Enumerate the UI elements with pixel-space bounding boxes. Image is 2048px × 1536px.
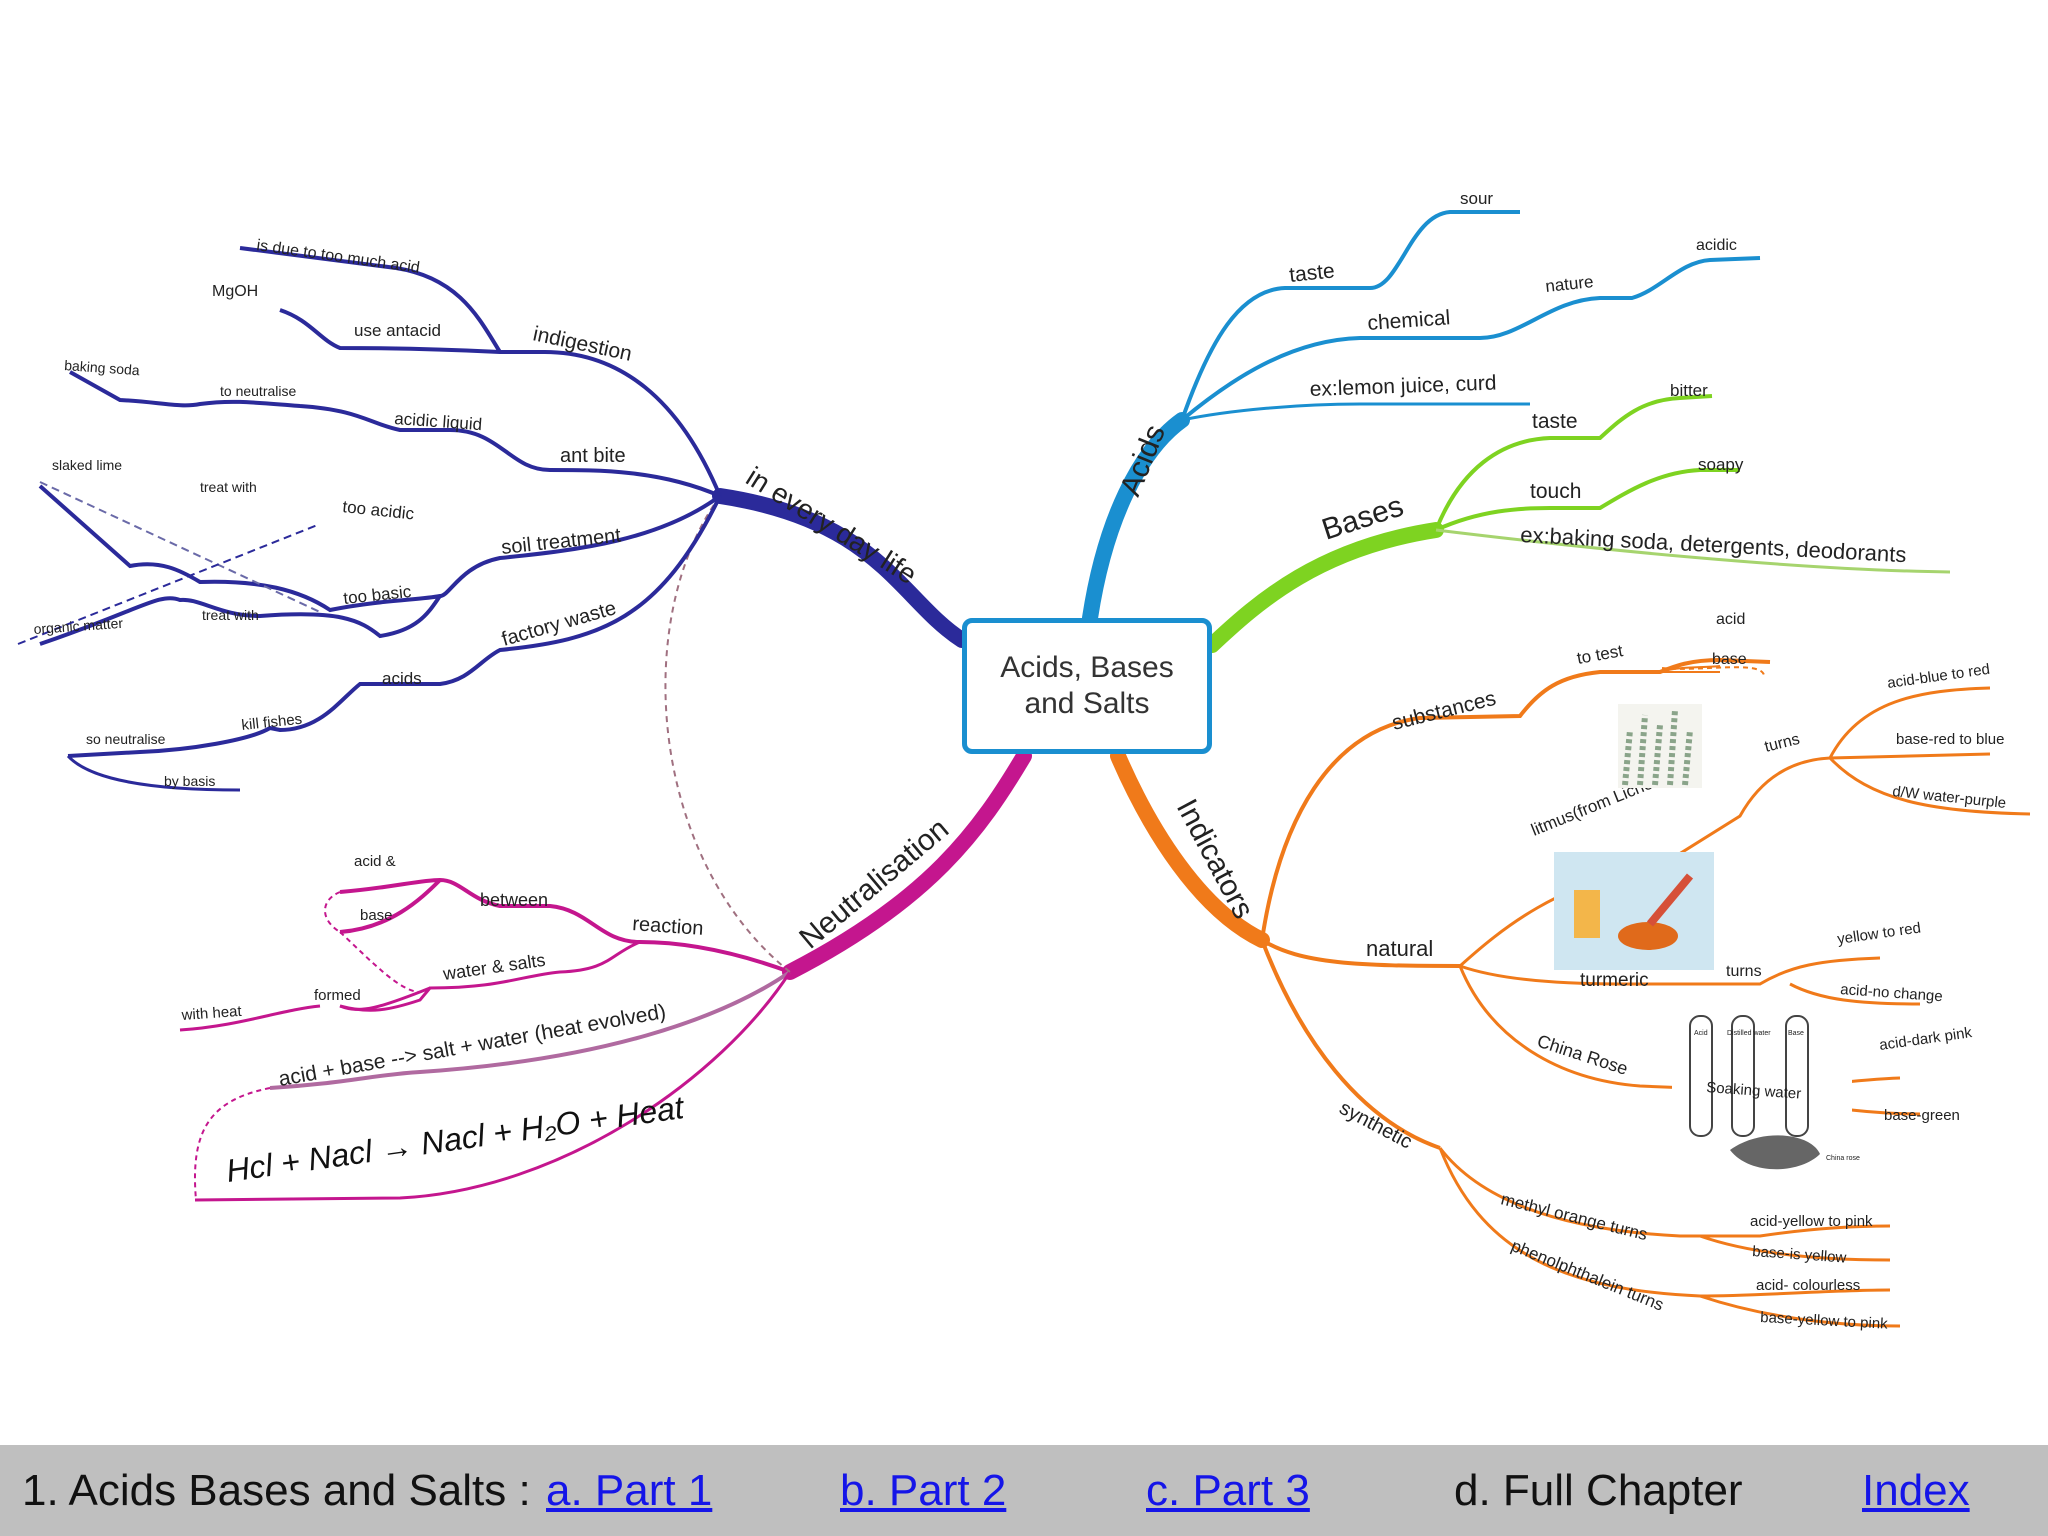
indicators-acid-dark-pink: acid-dark pink xyxy=(1878,1024,1973,1054)
indicators-base-yellow-pink: base-yellow to pink xyxy=(1760,1309,1889,1333)
neutralisation-base: base xyxy=(360,907,393,924)
bases-bitter: bitter xyxy=(1670,381,1708,400)
everyday-dashed-lime xyxy=(39,481,321,613)
indicators-acid-colourless: acid- colourless xyxy=(1756,1277,1860,1294)
acids-label: Acids xyxy=(1114,420,1172,500)
indicators-turmeric: turmeric xyxy=(1580,970,1649,991)
everyday-ant-bite: ant bite xyxy=(560,445,626,467)
everyday-too-acidic: too acidic xyxy=(342,497,416,523)
acids-chemical: chemical xyxy=(1367,306,1451,335)
lichen-illustration xyxy=(1618,704,1702,788)
neutralisation-between: between xyxy=(480,890,548,910)
everyday-kill-fishes: kill fishes xyxy=(241,711,303,734)
everyday-so-neutralise: so neutralise xyxy=(86,731,166,747)
everyday-neutralisation-link xyxy=(664,495,791,973)
neutralisation-dashed-formed xyxy=(339,931,421,993)
everyday-baking-soda: baking soda xyxy=(64,357,141,378)
indicators-acid-yellow-pink: acid-yellow to pink xyxy=(1750,1213,1873,1230)
bases-soapy: soapy xyxy=(1698,455,1744,474)
test-tubes-illustration: Acid Distilled water Base China rose Soa… xyxy=(1672,1010,1860,1190)
everyday-treat-with-2: treat with xyxy=(202,607,259,623)
neutralisation-formed: formed xyxy=(314,987,361,1004)
everyday-too-much-acid: is due to too much acid xyxy=(255,237,420,277)
acids-branch xyxy=(1082,210,1761,626)
indicators-base-red-blue: base-red to blue xyxy=(1896,731,2004,748)
everyday-soil-treatment: soil treatment xyxy=(500,524,622,558)
neutralisation-with-heat: with heat xyxy=(180,1003,243,1024)
everyday-slaked-lime: slaked lime xyxy=(52,457,122,473)
part-3-link[interactable]: c. Part 3 xyxy=(1146,1465,1310,1515)
neutralisation-dashed-equation xyxy=(194,1087,271,1201)
turmeric-photo xyxy=(1554,852,1714,970)
neutralisation-branch xyxy=(179,748,1032,1202)
bases-branch xyxy=(1204,394,1951,653)
everyday-mgoh: MgOH xyxy=(212,283,258,300)
indicators-substances: substances xyxy=(1390,687,1499,735)
indicators-base-is-yellow: base-is yellow xyxy=(1752,1243,1847,1267)
indicators-litmus-turns: turns xyxy=(1763,731,1802,756)
tube-label-water: Distilled water xyxy=(1727,1030,1771,1037)
everyday-branch xyxy=(38,246,970,792)
everyday-use-antacid: use antacid xyxy=(354,321,441,340)
indicators-natural: natural xyxy=(1366,936,1433,961)
neutralisation-dashed-loop xyxy=(324,891,341,933)
neutralisation-equation-formula: Hcl + Nacl → Nacl + H₂O + Heat xyxy=(224,1089,687,1189)
everyday-organic-matter: organic matter xyxy=(33,615,124,637)
everyday-too-basic: too basic xyxy=(342,582,412,608)
indicators-acid: acid xyxy=(1716,611,1745,628)
everyday-by-basis: by basis xyxy=(164,773,215,789)
indicators-dashed-connector xyxy=(1661,666,1765,676)
everyday-label: in every day life xyxy=(741,461,922,590)
acids-sour: sour xyxy=(1460,189,1493,208)
tube-label-base: Base xyxy=(1788,1030,1804,1037)
everyday-treat-with-1: treat with xyxy=(200,479,257,495)
part-1-link[interactable]: a. Part 1 xyxy=(546,1465,713,1515)
indicators-base: base xyxy=(1712,651,1747,668)
acids-acidic: acidic xyxy=(1696,237,1737,254)
bases-touch: touch xyxy=(1530,480,1581,503)
everyday-dashed-organic xyxy=(17,523,321,645)
indicators-synthetic: synthetic xyxy=(1336,1097,1416,1153)
indicators-yellow-to-red: yellow to red xyxy=(1836,919,1922,948)
part-2-link[interactable]: b. Part 2 xyxy=(840,1465,1007,1515)
neutralisation-reaction: reaction xyxy=(632,913,705,940)
neutralisation-acid-amp: acid & xyxy=(354,853,396,870)
everyday-indigestion: indigestion xyxy=(531,322,634,365)
tube-label-acid: Acid xyxy=(1694,1030,1708,1037)
acids-example: ex:lemon juice, curd xyxy=(1309,371,1496,401)
indicators-base-green: base-green xyxy=(1884,1107,1960,1124)
indicators-turmeric-turns: turns xyxy=(1726,963,1762,980)
everyday-to-neutralise: to neutralise xyxy=(220,383,296,399)
full-chapter-label: d. Full Chapter xyxy=(1454,1465,1743,1515)
acids-taste: taste xyxy=(1288,259,1336,287)
acids-nature: nature xyxy=(1544,272,1594,296)
indicators-china-rose: China Rose xyxy=(1535,1031,1631,1079)
indicators-methyl-orange: methyl orange turns xyxy=(1499,1189,1649,1244)
indicators-to-test: to test xyxy=(1575,641,1624,668)
soaking-water: Soaking water xyxy=(1706,1079,1802,1103)
index-link[interactable]: Index xyxy=(1862,1465,1970,1515)
footer-navigation-bar: 1. Acids Bases and Salts : a. Part 1 b. … xyxy=(0,1445,2048,1536)
everyday-acids: acids xyxy=(382,669,422,688)
central-topic: Acids, Bases and Salts xyxy=(962,618,1212,754)
indicators-phenolphthalein: phenolphthalein turns xyxy=(1509,1236,1667,1315)
mind-map: Acids taste sour chemical nature acidic … xyxy=(17,189,2031,1333)
footer-chapter-title: 1. Acids Bases and Salts : xyxy=(22,1465,531,1515)
bases-taste: taste xyxy=(1532,410,1578,433)
neutralisation-water-salts: water & salts xyxy=(441,950,547,984)
petals-label: China rose xyxy=(1826,1155,1860,1162)
